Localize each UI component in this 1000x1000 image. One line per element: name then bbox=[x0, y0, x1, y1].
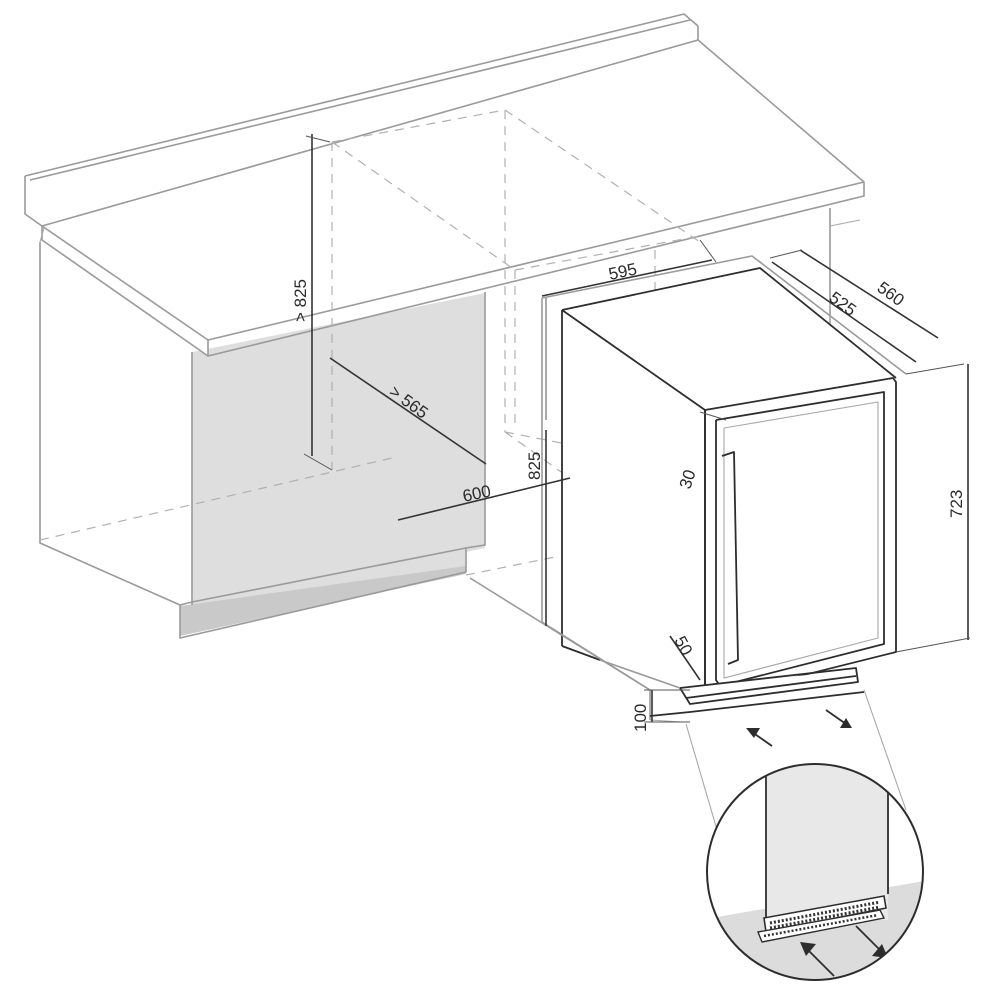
magnified-intake-arrow bbox=[800, 942, 835, 977]
door-glass bbox=[715, 391, 885, 687]
cabinet-plinth-shadow bbox=[180, 566, 466, 636]
worktop bbox=[25, 14, 864, 356]
door-handle bbox=[721, 451, 739, 665]
appliance-body bbox=[561, 267, 897, 379]
detail-magnifier bbox=[685, 689, 924, 981]
magnified-grille bbox=[769, 900, 881, 930]
air-exhaust-arrow bbox=[825, 709, 852, 728]
label-appliance-height: 825 bbox=[525, 452, 544, 480]
label-cabinet-height: 723 bbox=[947, 490, 966, 518]
label-total-depth: 560 bbox=[874, 278, 908, 310]
air-intake-arrow bbox=[746, 728, 773, 747]
label-plinth-height: 100 bbox=[631, 704, 650, 732]
kitchen-cabinet bbox=[24, 13, 865, 639]
wine-cooler bbox=[469, 255, 907, 723]
dimension-lines bbox=[303, 134, 971, 723]
label-door-thickness: 30 bbox=[676, 467, 700, 491]
airflow-arrows bbox=[746, 709, 852, 747]
label-niche-height: > 825 bbox=[291, 279, 310, 322]
